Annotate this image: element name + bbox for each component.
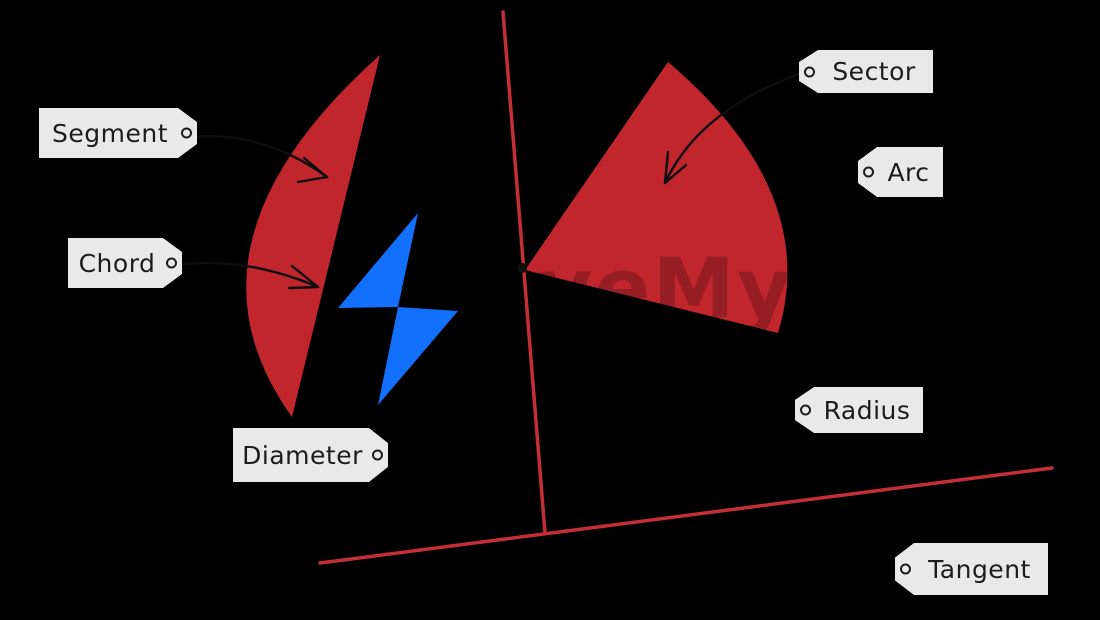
sector-shape [525,62,788,333]
tag-tangent-label: Tangent [928,554,1031,584]
tag-arc: Arc [858,147,943,197]
tag-sector-label: Sector [832,57,916,86]
sector-arrow [663,70,807,185]
tag-segment-label: Segment [52,118,168,148]
tag-diameter-label: Diameter [242,440,363,470]
segment-arrowhead [296,156,329,184]
pin-hole-icon [181,128,192,139]
lightning-bolt-icon [338,213,458,405]
tag-radius: Radius [795,387,923,433]
tangent-line [318,466,1054,565]
pin-hole-icon [372,450,383,461]
segment-lens-shape [246,55,380,417]
watermark-text: veMy [538,240,793,337]
tag-chord-label: Chord [78,248,156,278]
segment-arrow [188,134,329,179]
tag-sector: Sector [799,50,933,93]
tag-radius-label: Radius [823,395,911,425]
pin-hole-icon [804,66,815,77]
tag-arc-label: Arc [887,157,930,187]
sector-arrowhead [663,150,688,185]
tag-chord: Chord [68,238,182,288]
tag-tangent: Tangent [895,543,1048,595]
pin-hole-icon [800,404,811,416]
chord-arrow [182,261,320,289]
pin-hole-icon [900,563,911,575]
pin-hole-icon [166,258,177,269]
circle-center-dot [517,263,527,273]
tag-diameter: Diameter [233,428,388,482]
chord-arrowhead [287,264,320,290]
tag-segment: Segment [39,108,197,158]
pin-hole-icon [863,166,874,178]
